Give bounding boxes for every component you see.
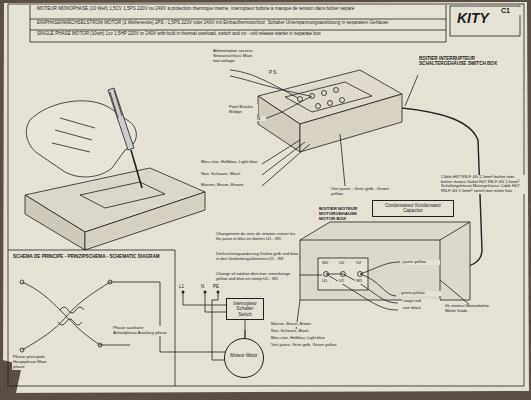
switch-box-front [300, 94, 402, 152]
note-label: BOITIER MOTEUR MOTORGEHÄUSE MOTOR BOX [318, 206, 372, 221]
note-label: Bleu clair, Hellblau, Light blue [200, 160, 262, 165]
note-label: BOITIER INTERRUPTEUR SCHALTERGEHÄUSE SWI… [418, 56, 500, 67]
note-label: P S [268, 70, 284, 75]
screwdriver-grip [110, 90, 122, 118]
component-box: Condensateur Kondensator Capacitor [372, 200, 454, 217]
terminal-name: W1 [355, 279, 367, 284]
note-label: Change of rotation direction: interchang… [215, 272, 299, 281]
switch-leader-wires [262, 134, 345, 186]
switch-terminal-block [285, 82, 372, 112]
note-label: Marron, Braun, Brown [270, 322, 352, 327]
note-label: Alimentation secteur Netzanschluss Main … [212, 48, 258, 63]
motor-terminal-box [300, 222, 470, 300]
motor-box-side [25, 195, 85, 250]
note-label: noir black [402, 306, 440, 311]
schematic-bus [100, 282, 160, 352]
header-frame [30, 5, 446, 42]
hand-fingers [52, 118, 95, 152]
note-label: Phase principale Hauptphase Main phase [12, 355, 58, 370]
note-label: SINGLE PHASE MOTOR (10wh) 1cv 1,5HP 220V… [36, 31, 443, 36]
terminal-name: U1 [321, 279, 333, 284]
note-label: jaune yellow [402, 260, 440, 265]
note-label: EINPHASENWECHSELSTROM MOTOR (1 Wellenend… [36, 20, 443, 25]
note-label: Bleu clair, Hellblau, Light blue [270, 336, 352, 341]
motor-box-front [85, 192, 205, 250]
note-label: Noir, Schwarz, Black [200, 172, 262, 177]
paper-sheet [3, 2, 529, 393]
note-label: Vert-jaune, Grün-gelb, Green-yellow [270, 343, 352, 348]
note-label: fils moteur Motordrähte Motor leads [444, 304, 494, 314]
terminal-name: U2 [338, 261, 350, 266]
motor-box-edges [300, 222, 470, 300]
screwdriver-shaft [131, 150, 142, 188]
note-label: Câble H07 RN-F 4G 1,5mm² boîtier inter. … [440, 175, 526, 194]
motor-lead-wires [326, 262, 400, 310]
component-box: Interrupteur Schalter Switch [226, 298, 264, 320]
rotation-note-leaders [268, 258, 322, 330]
note-label: Vert jaune - Grün gelb - Green yellow [330, 187, 402, 197]
terminal-name: W2 [321, 261, 333, 266]
note-label: L1 [178, 284, 190, 289]
note-label: Pont Brücke Bridge [228, 104, 258, 114]
schematic-windings [22, 282, 110, 350]
note-label: SCHEMA DE PRINCIPE - PRINZIPSCHEMA - SCH… [12, 254, 174, 259]
note-label: N [200, 284, 210, 289]
note-label: N [256, 116, 266, 121]
sheet-frame [8, 4, 524, 386]
motor-circle: Moteur Motor [224, 338, 264, 378]
note-label: Phase auxiliaire Anlaufphase Auxiliary p… [112, 326, 169, 336]
coil-symbol [58, 307, 84, 325]
note-label: MOTEUR MONOPHASE (10 Weif) 1,5CV 1,5PS 2… [36, 6, 443, 11]
note-label: Changement du sens de rotation croiser l… [215, 232, 299, 241]
note-label: PE [212, 284, 226, 289]
wire-connector [245, 320, 246, 338]
note-label: Drehrichtungsänderung Drähte gelb und bl… [215, 252, 299, 261]
switch-box-leader [405, 75, 418, 106]
node-text: Condensateur Kondensator Capacitor [376, 203, 450, 214]
schematic-frame [8, 250, 175, 386]
terminal-name: V2 [355, 261, 367, 266]
note-label: green-yellow [400, 291, 442, 296]
terminal-plate [80, 182, 165, 208]
note-label: rouge red [402, 299, 440, 304]
note-label: Noir, Schwarz, Black [270, 329, 352, 334]
motor-feed [160, 352, 228, 353]
note-label: Marron, Braun, Brown [200, 183, 262, 188]
terminal-name: V1 [338, 279, 350, 284]
node-text: Interrupteur Schalter Switch [230, 301, 260, 317]
screwdriver-handle [108, 88, 134, 150]
note-label: C1 [500, 7, 522, 15]
motor-leads-leader [440, 280, 470, 305]
node-text: Moteur Motor [228, 353, 260, 358]
